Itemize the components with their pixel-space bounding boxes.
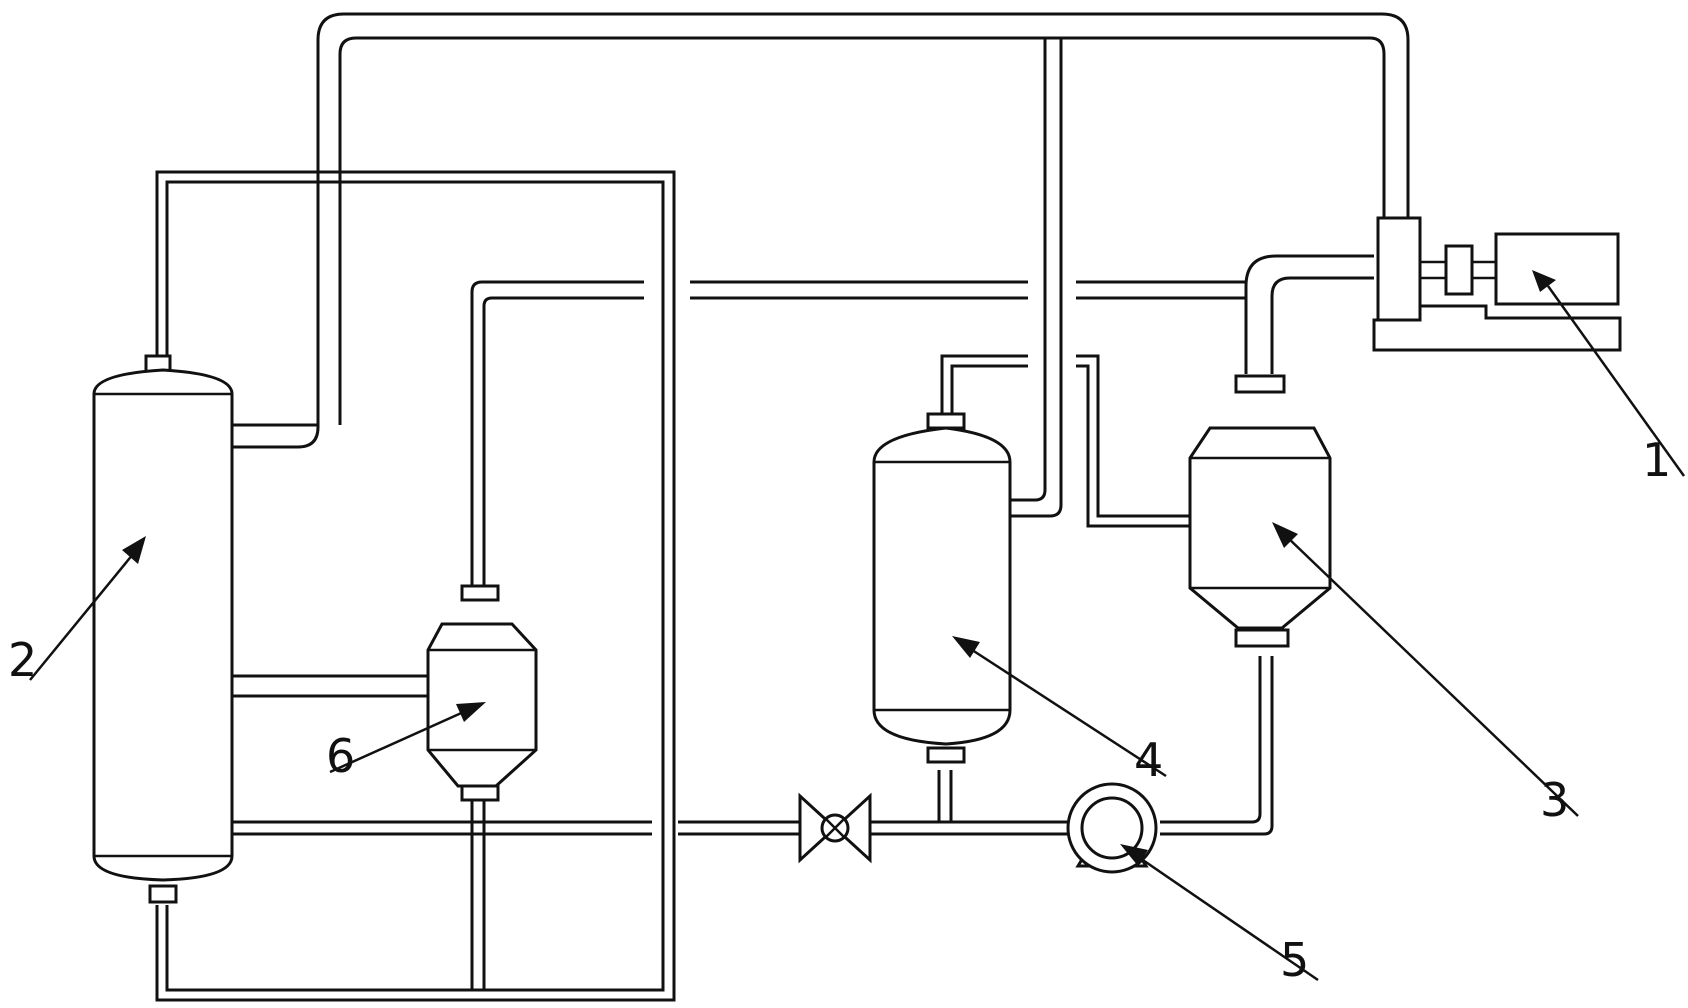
pipe-branch-tank4-outer xyxy=(1010,38,1047,502)
pipe-col2-sep6 xyxy=(232,674,430,698)
callout-5-arrowhead xyxy=(1120,844,1148,866)
column-shell xyxy=(92,368,234,882)
sep6-bottom-nozzle xyxy=(460,784,500,802)
callout-2-label: 2 xyxy=(8,633,37,687)
callout-1-leader xyxy=(1546,285,1686,477)
pipe-branch-tank4-inner xyxy=(1010,38,1063,518)
pipe-comp-elbow-outer xyxy=(1244,254,1374,374)
compressor-casing xyxy=(1376,216,1422,322)
sep3-top-nozzle xyxy=(1234,374,1286,394)
pipe-bottom-line-outer xyxy=(232,656,1262,824)
equipment-skid xyxy=(1372,304,1622,352)
callout-5-label: 5 xyxy=(1280,933,1309,987)
pipe-tank4-top-outer xyxy=(940,354,1190,518)
callout-2-arrowhead xyxy=(122,536,146,564)
pipe-top-loop-outer xyxy=(232,12,1410,449)
pipe-sep6-top-outer xyxy=(470,280,1246,590)
sep3-shell xyxy=(1188,426,1332,630)
pump-impeller xyxy=(1080,796,1144,860)
callout-6-label: 6 xyxy=(326,729,355,783)
separator-vessel-right xyxy=(1188,374,1332,648)
callout-5: 5 xyxy=(1120,844,1319,987)
callout-6-leader xyxy=(329,708,469,774)
pipe-tank4-drain xyxy=(937,770,953,822)
valve xyxy=(798,792,872,864)
pipe-top-loop-inner xyxy=(232,36,1386,427)
tank-vessel-middle xyxy=(872,412,1012,764)
motor-body xyxy=(1494,232,1620,306)
tank4-shell xyxy=(872,426,1012,746)
callout-1-label: 1 xyxy=(1642,433,1671,487)
callout-1: 1 xyxy=(1532,270,1686,487)
tank4-bottom-nozzle xyxy=(926,746,966,764)
callout-6: 6 xyxy=(326,702,486,783)
callout-4: 4 xyxy=(952,636,1167,787)
callout-4-arrowhead xyxy=(952,636,980,658)
sep3-bottom-nozzle xyxy=(1234,628,1290,648)
tank4-top-nozzle xyxy=(926,412,966,430)
callout-5-leader xyxy=(1133,852,1319,982)
column-bottom-nozzle xyxy=(148,884,178,904)
pipe-comp-elbow-inner xyxy=(1270,276,1374,374)
motor-drive-unit xyxy=(1372,216,1622,352)
callout-6-arrowhead xyxy=(456,702,486,722)
callout-4-label: 4 xyxy=(1134,733,1163,787)
callout-4-leader xyxy=(965,644,1167,778)
pipe-sep6-top-inner xyxy=(482,296,1246,590)
vertical-column-vessel xyxy=(92,354,234,904)
callout-3-arrowhead xyxy=(1272,522,1298,548)
callout-2-leader xyxy=(29,547,139,681)
sep6-top-nozzle xyxy=(460,584,500,602)
piping-network xyxy=(155,12,1410,1002)
callout-3: 3 xyxy=(1272,522,1579,827)
pipe-rect-loop-outer xyxy=(155,170,676,1002)
callout-3-leader xyxy=(1285,535,1579,817)
pipe-bottom-line-inner xyxy=(232,656,1274,836)
pipe-tank4-top-inner xyxy=(950,364,1190,528)
shaft-coupling xyxy=(1444,244,1474,296)
callout-1-arrowhead xyxy=(1532,270,1556,292)
valve-cross xyxy=(825,818,845,838)
separator-vessel-left xyxy=(426,584,538,802)
pipe-rect-loop-inner xyxy=(165,180,665,992)
callout-2: 2 xyxy=(8,536,146,687)
callout-3-label: 3 xyxy=(1540,773,1569,827)
